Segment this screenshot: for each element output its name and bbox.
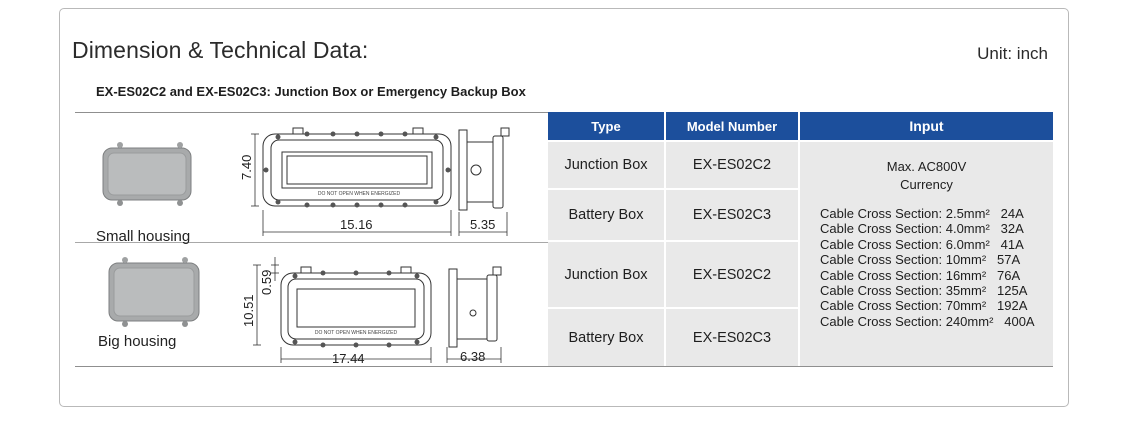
table-bottom-rule [75,366,1053,367]
small-warning-plate: DO NOT OPEN WHEN ENERGIZED [318,191,401,197]
big-depth-dimension-line [446,347,502,363]
divider [75,112,548,113]
cable-spec: Cable Cross Section: 70mm² 192A [820,298,1028,314]
small-width-dimension-line [262,210,452,236]
divider [75,242,548,243]
small-height-dim: 7.40 [239,155,254,180]
currency-label: Currency [900,177,953,192]
type-cell: Junction Box [548,139,666,190]
type-cell: Battery Box [548,188,666,242]
table-row: Battery Box EX-ES02C3 [548,188,1053,242]
big-housing-label: Big housing [98,333,177,350]
type-cell: Battery Box [548,306,666,367]
header-type: Type [548,112,666,141]
header-model-number: Model Number [665,112,800,141]
type-cell: Junction Box [548,240,666,308]
small-width-dim: 15.16 [340,217,373,232]
small-depth-dim: 5.35 [470,217,495,232]
page-title: Dimension & Technical Data: [72,37,369,63]
small-housing-drawing: DO NOT OPEN WHEN ENERGIZED 7.40 15.16 [102,127,510,236]
big-flange-dim: 0.59 [259,270,274,295]
table-row: Battery Box EX-ES02C3 [548,306,1053,367]
max-voltage: Max. AC800V [886,159,967,174]
table-row: Junction Box EX-ES02C2 [548,240,1053,308]
dimension-drawings: DO NOT OPEN WHEN ENERGIZED 7.40 15.16 [75,112,548,367]
cable-spec: Cable Cross Section: 240mm² 400A [820,313,1035,329]
cable-spec: Cable Cross Section: 16mm² 76A [820,267,1021,283]
cable-spec: Cable Cross Section: 4.0mm² 32A [820,221,1024,237]
small-housing-label: Small housing [96,228,191,245]
big-front-view [280,266,432,348]
product-subtitle: EX-ES02C2 and EX-ES02C3: Junction Box or… [96,84,526,99]
technical-data-card: Dimension & Technical Data: Unit: inch E… [59,8,1069,407]
big-side-view [448,266,502,348]
model-cell: EX-ES02C2 [665,240,800,308]
big-height-dimension-line [253,257,279,346]
spec-table: Type Model Number Input Junction Box EX-… [548,112,1053,367]
table-row: Junction Box EX-ES02C2 Max. AC800V Curre… [548,139,1053,367]
small-front-view [262,127,452,208]
big-housing-drawing: DO NOT OPEN WHEN ENERGIZED 10.51 0.59 17… [108,257,502,366]
big-housing-photo [108,257,200,327]
model-cell: EX-ES02C3 [665,306,800,367]
big-width-dim: 17.44 [332,351,365,366]
table-header-row: Type Model Number Input [548,112,1053,141]
small-depth-dimension-line [458,212,508,236]
unit-label: Unit: inch [977,44,1048,63]
big-height-dim: 10.51 [241,294,256,327]
big-depth-dim: 6.38 [460,349,485,364]
cable-spec: Cable Cross Section: 6.0mm² 41A [820,236,1024,252]
cable-spec: Cable Cross Section: 2.5mm² 24A [820,206,1024,221]
model-cell: EX-ES02C3 [665,188,800,242]
small-housing-photo [102,142,192,206]
model-cell: EX-ES02C2 [665,139,800,190]
small-side-view [458,127,510,211]
header-input: Input [799,112,1053,141]
cable-spec: Cable Cross Section: 35mm² 125A [820,283,1028,299]
big-width-dimension-line [280,347,432,363]
cable-spec: Cable Cross Section: 10mm² 57A [820,252,1021,268]
big-warning-plate: DO NOT OPEN WHEN ENERGIZED [315,330,398,336]
input-cell: Max. AC800V Currency Cable Cross Section… [799,140,1053,367]
small-height-dimension-line [251,133,259,207]
cable-list: Cable Cross Section: 2.5mm² 24A Cable Cr… [820,206,1053,329]
